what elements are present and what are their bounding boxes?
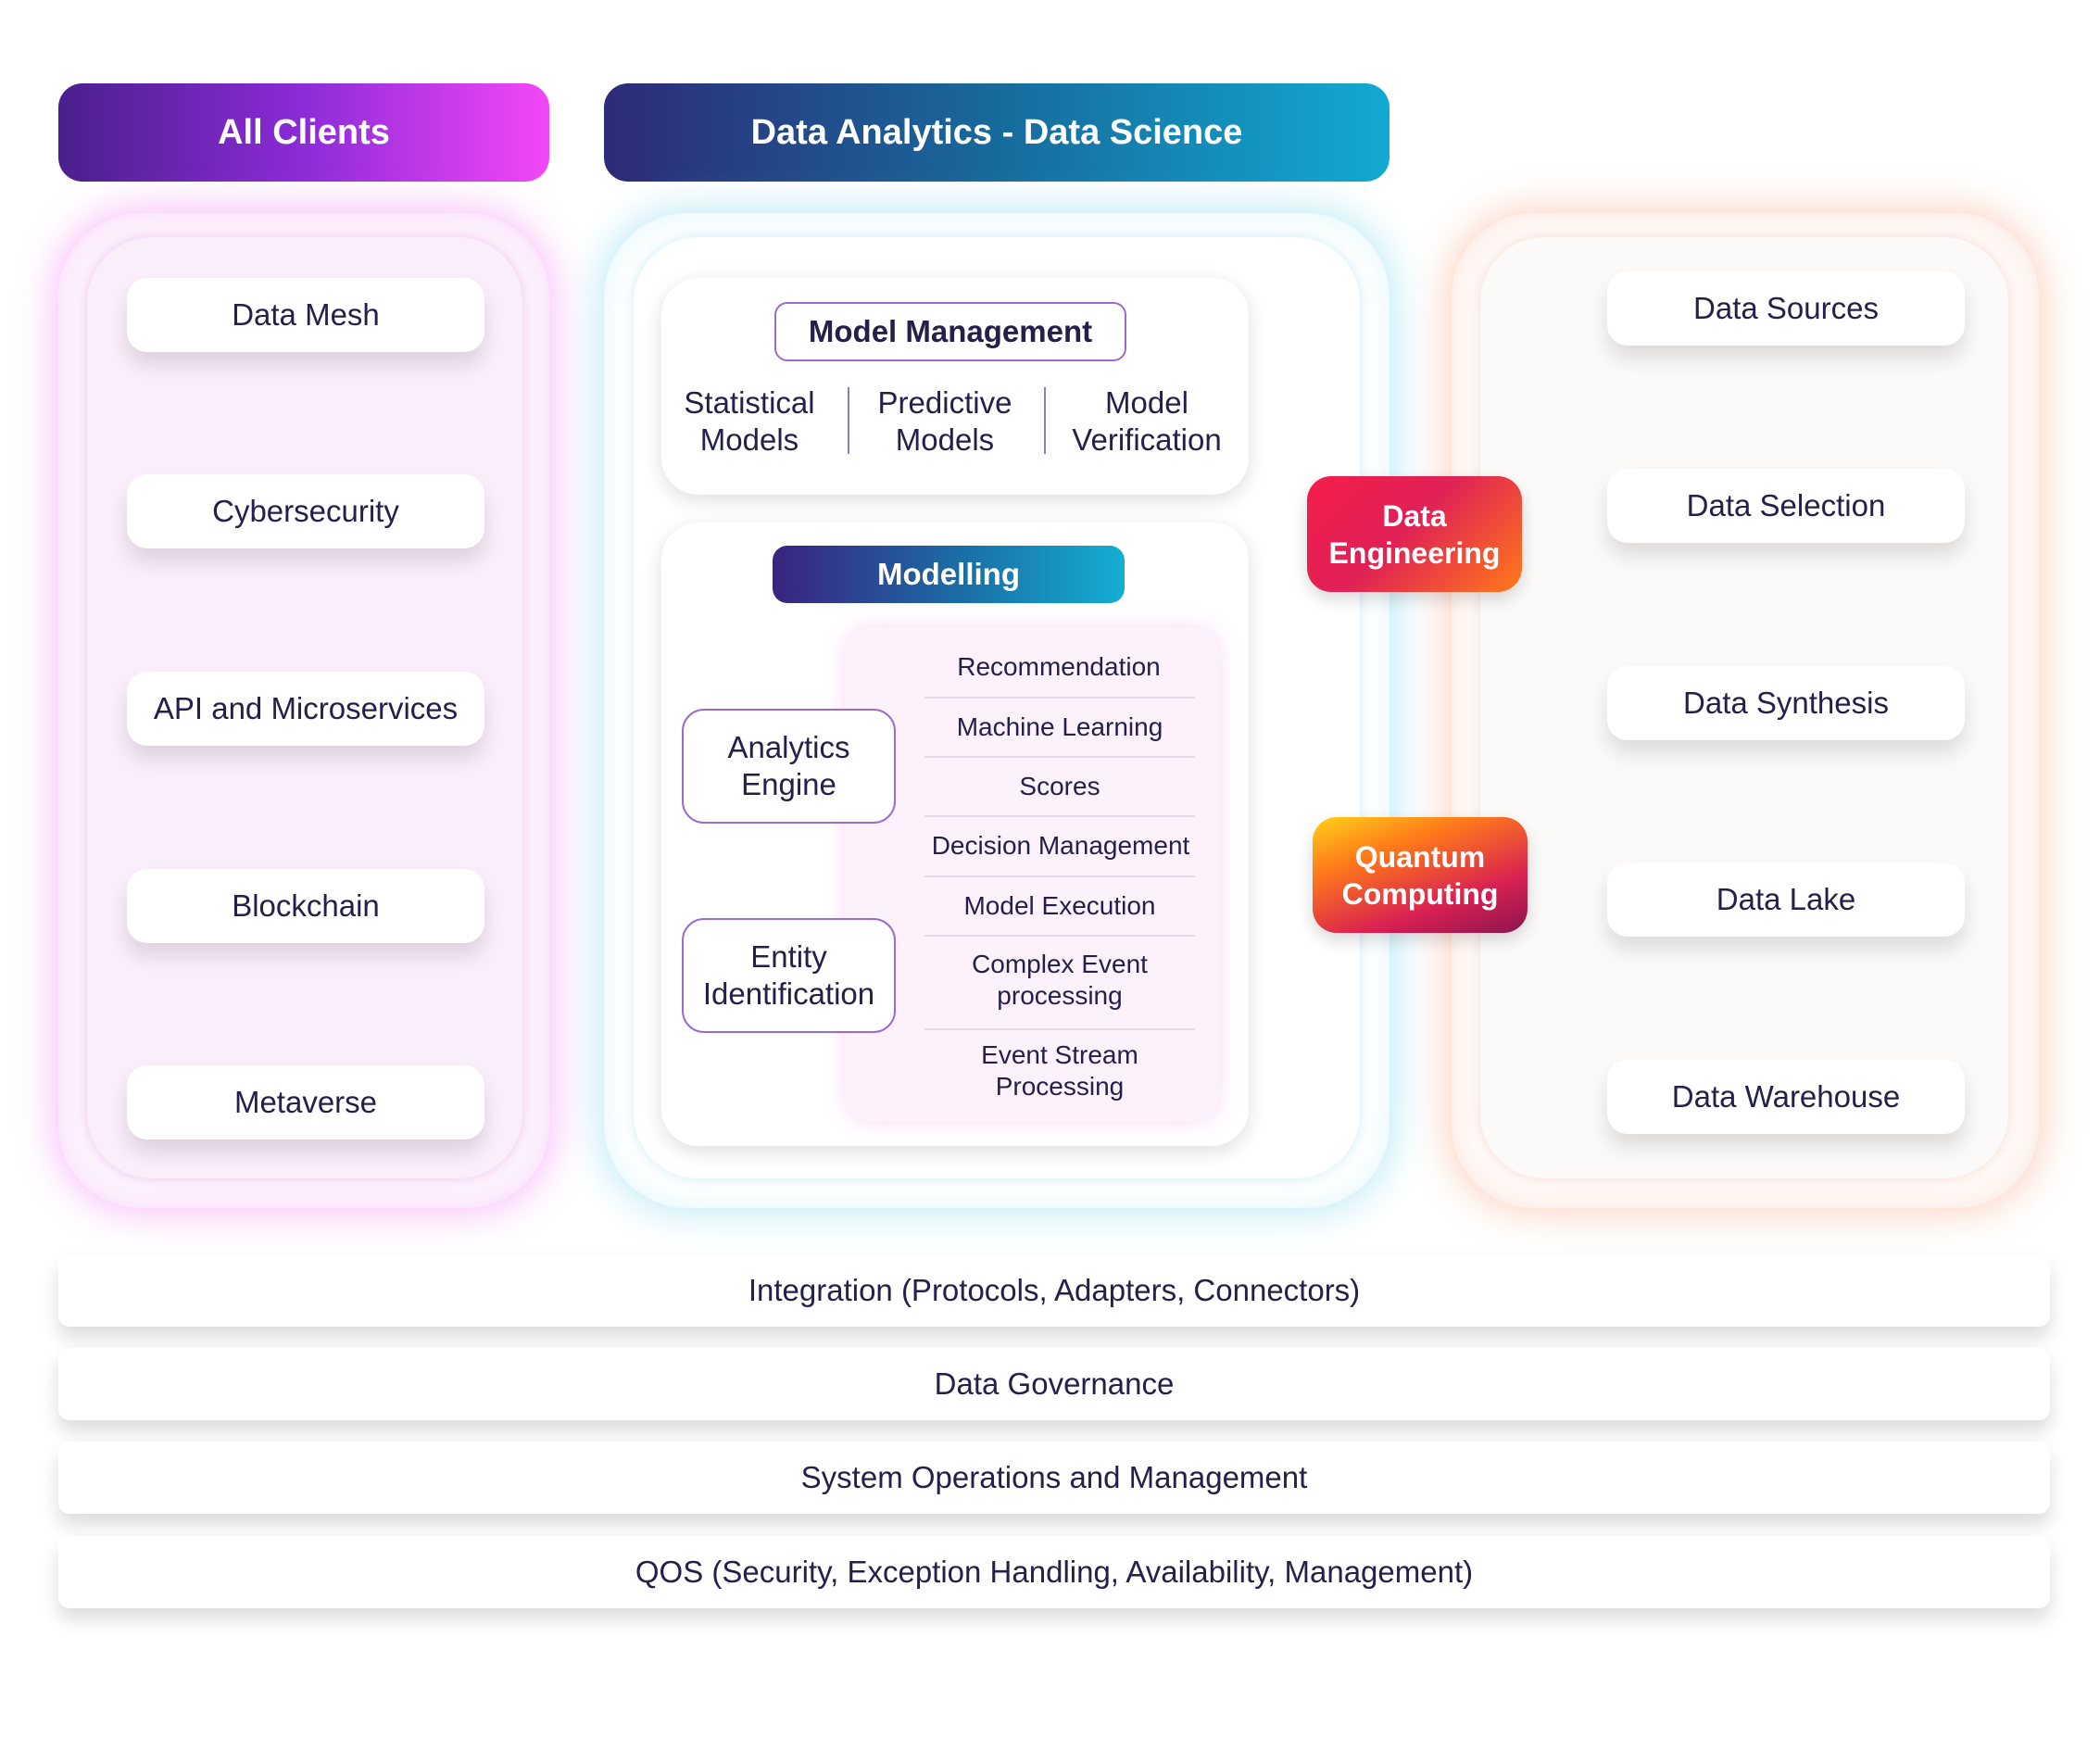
feature-model-execution: Model Execution — [963, 891, 1156, 920]
client-api-microservices: API and Microservices — [127, 672, 484, 746]
feature-divider — [924, 875, 1195, 877]
system-operations-bar: System Operations and Management — [58, 1442, 2050, 1514]
modelling-title: Modelling — [773, 546, 1125, 603]
mm-predictive-line1: Predictive — [877, 385, 1012, 420]
mm-model-verification: Model Verification — [1052, 383, 1241, 460]
mm-predictive-line2: Models — [895, 422, 995, 457]
quantum-computing-badge: Quantum Computing — [1313, 817, 1528, 933]
mm-verification-line1: Model — [1105, 385, 1188, 420]
client-cybersecurity: Cybersecurity — [127, 474, 484, 548]
feature-complex-event-processing: Complex Event processing — [924, 947, 1195, 1014]
feature-esp-line1: Event Stream — [981, 1040, 1138, 1069]
analytics-engine-line2: Engine — [741, 767, 836, 801]
entity-identification-box: Entity Identification — [682, 918, 896, 1033]
mm-verification-line2: Verification — [1072, 422, 1222, 457]
data-engineering-line1: Data — [1382, 498, 1447, 533]
mm-predictive-models: Predictive Models — [856, 383, 1034, 460]
feature-cep-line2: processing — [997, 981, 1123, 1010]
mm-divider — [1044, 387, 1046, 454]
feature-esp-line2: Processing — [995, 1072, 1125, 1101]
entity-identification-line2: Identification — [702, 976, 875, 1011]
quantum-computing-line1: Quantum — [1354, 839, 1486, 874]
all-clients-header: All Clients — [58, 83, 549, 182]
data-engineering-badge: Data Engineering — [1307, 476, 1522, 592]
qos-bar: QOS (Security, Exception Handling, Avail… — [58, 1536, 2050, 1608]
mm-statistical-line2: Models — [699, 422, 799, 457]
mm-statistical-line1: Statistical — [684, 385, 815, 420]
feature-divider — [924, 756, 1195, 758]
entity-identification-line1: Entity — [750, 939, 827, 974]
data-governance-bar: Data Governance — [58, 1348, 2050, 1420]
data-synthesis: Data Synthesis — [1607, 666, 1965, 740]
feature-divider — [924, 935, 1195, 937]
quantum-computing-line2: Computing — [1341, 876, 1499, 911]
data-engineering-line2: Engineering — [1328, 535, 1501, 570]
feature-recommendation: Recommendation — [957, 652, 1161, 681]
mm-statistical-models: Statistical Models — [665, 383, 834, 460]
analytics-engine-line1: Analytics — [727, 730, 850, 764]
integration-bar: Integration (Protocols, Adapters, Connec… — [58, 1254, 2050, 1327]
client-blockchain: Blockchain — [127, 869, 484, 943]
mm-divider — [848, 387, 849, 454]
feature-divider — [924, 697, 1195, 699]
data-sources: Data Sources — [1607, 271, 1965, 346]
analytics-engine-box: Analytics Engine — [682, 709, 896, 824]
modelling-features-box — [845, 628, 1219, 1121]
client-metaverse: Metaverse — [127, 1065, 484, 1140]
client-data-mesh: Data Mesh — [127, 278, 484, 352]
feature-cep-line1: Complex Event — [972, 950, 1148, 978]
feature-decision-management: Decision Management — [931, 831, 1190, 860]
feature-divider — [924, 1028, 1195, 1030]
data-selection: Data Selection — [1607, 469, 1965, 543]
model-management-title: Model Management — [774, 302, 1126, 361]
data-analytics-header: Data Analytics - Data Science — [604, 83, 1390, 182]
feature-machine-learning: Machine Learning — [956, 712, 1163, 741]
feature-divider — [924, 815, 1195, 817]
data-warehouse: Data Warehouse — [1607, 1060, 1965, 1134]
data-lake: Data Lake — [1607, 863, 1965, 937]
feature-scores: Scores — [1019, 772, 1100, 800]
feature-event-stream-processing: Event Stream Processing — [924, 1038, 1195, 1104]
